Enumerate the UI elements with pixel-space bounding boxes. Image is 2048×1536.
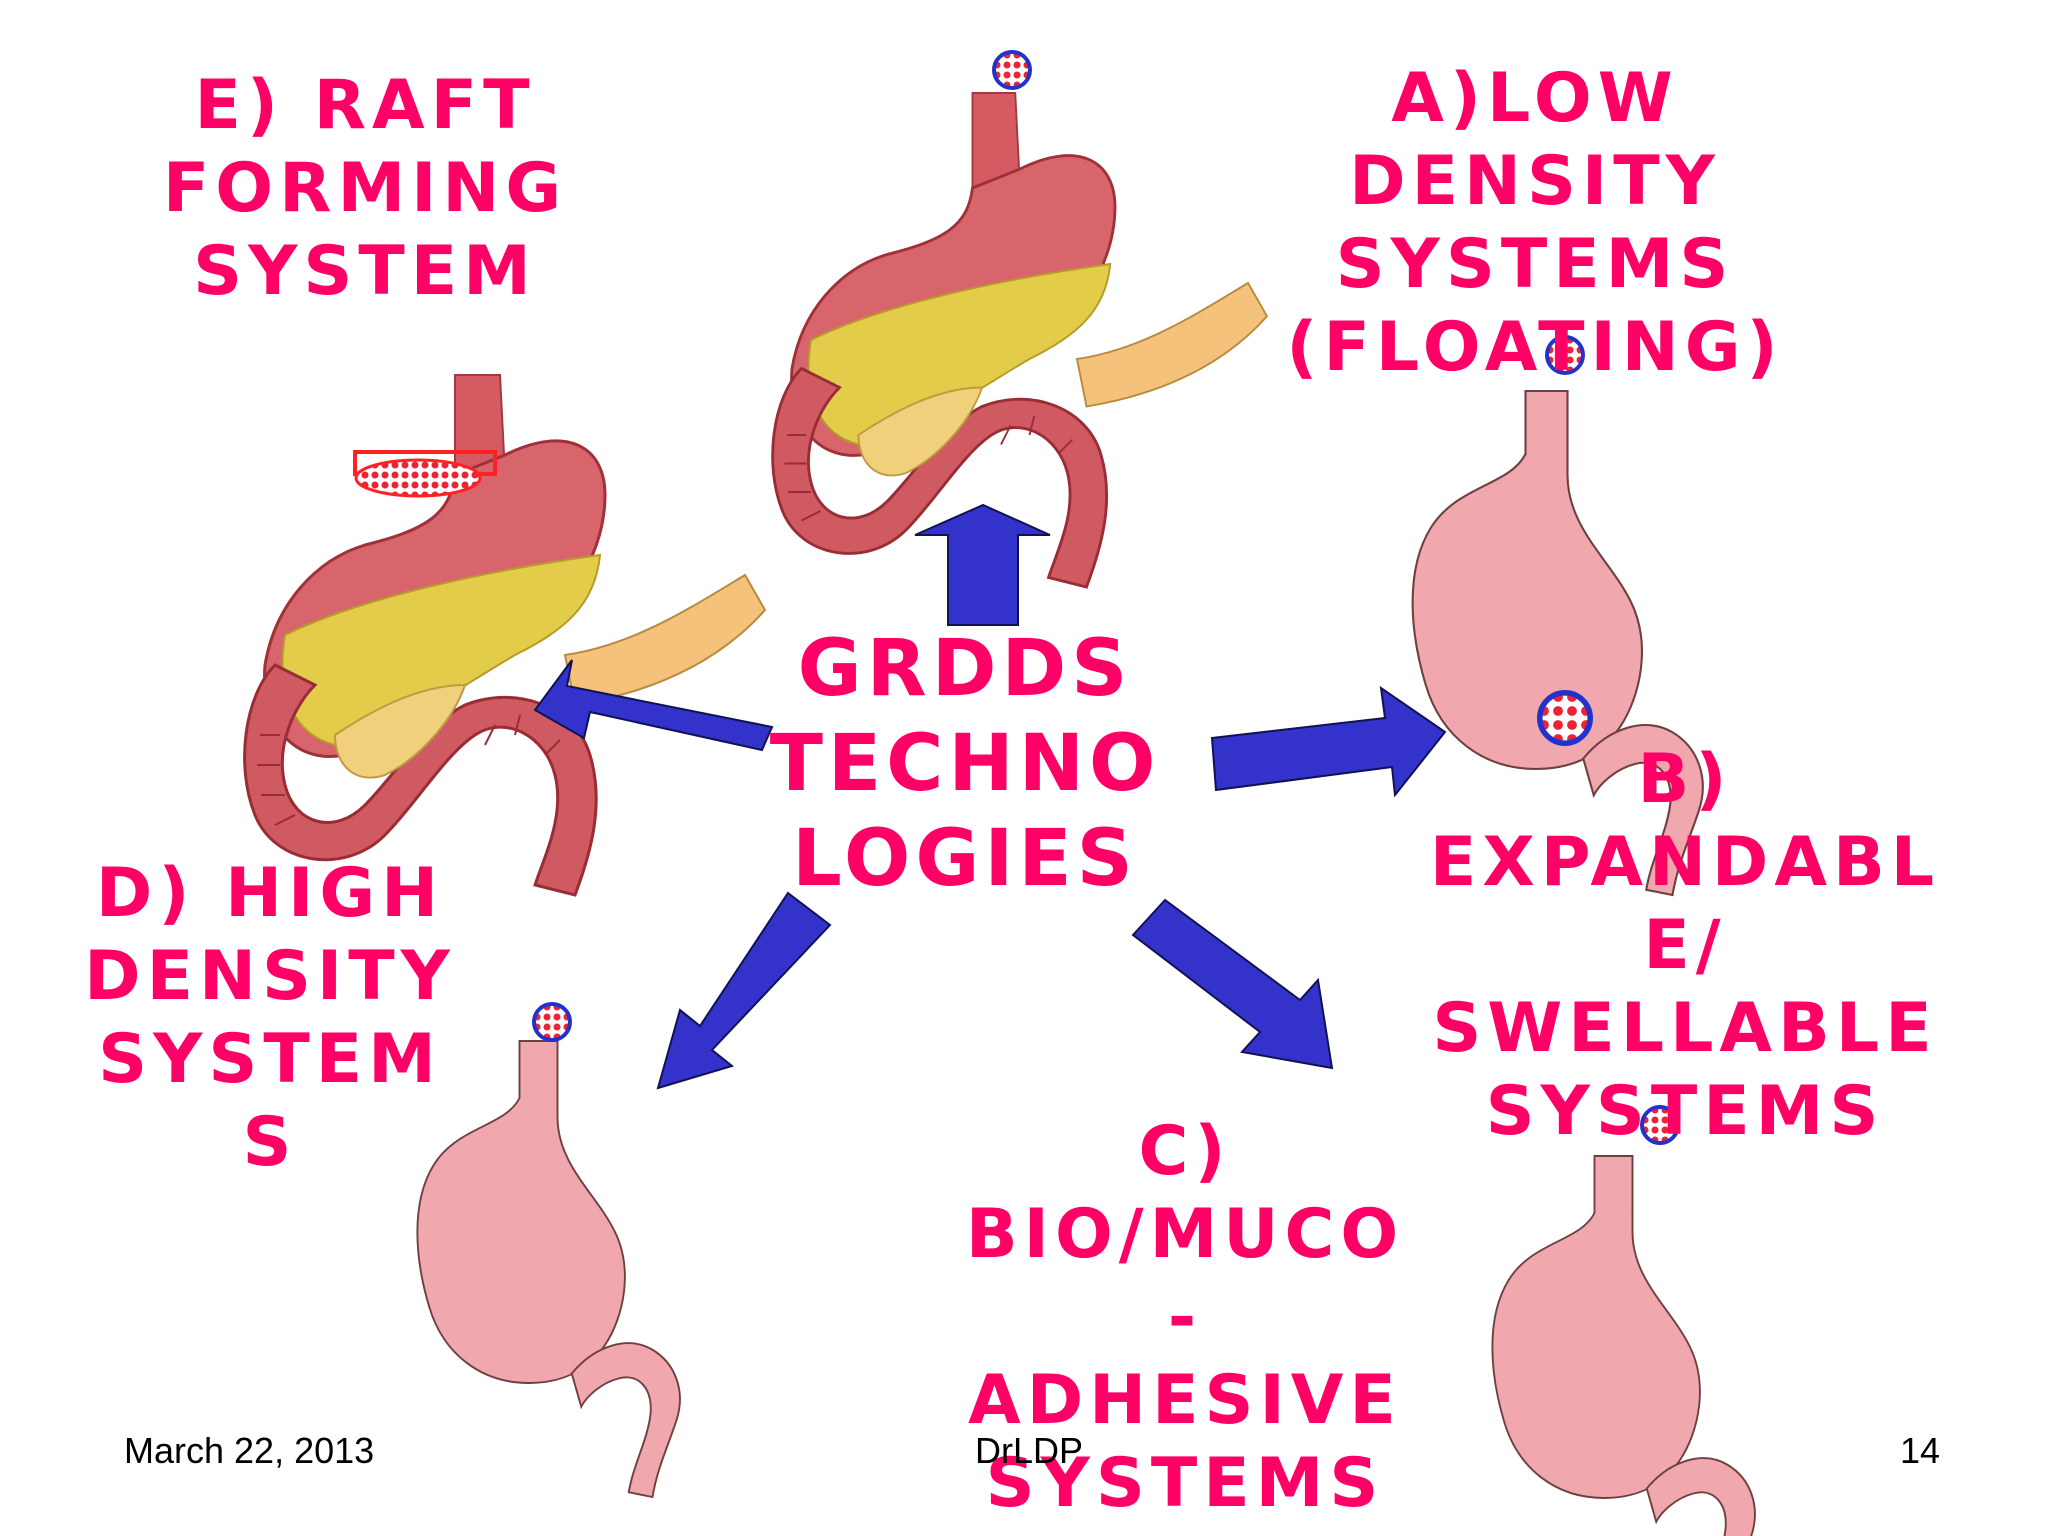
arrow-icon bbox=[1131, 898, 1334, 1070]
tablet-icon bbox=[1540, 693, 1590, 743]
label-bioadhesive: C) BIO/MUCO - ADHESIVE SYSTEMS bbox=[965, 1112, 1405, 1523]
raft-icon bbox=[353, 450, 497, 498]
footer-page-number: 14 bbox=[1900, 1430, 1941, 1471]
arrow-icon bbox=[914, 503, 1051, 626]
label-raft-forming: E) RAFT FORMING SYSTEM bbox=[162, 66, 568, 311]
label-expandable: B) EXPANDABL E/ SWELLABLE SYSTEMS bbox=[1429, 740, 1941, 1151]
tablet-icon bbox=[532, 1002, 572, 1042]
arrow-icon bbox=[656, 891, 832, 1090]
stomach-outline-icon bbox=[1491, 1155, 1756, 1536]
label-low-density: A)LOW DENSITY SYSTEMS (FLOATING) bbox=[1286, 59, 1784, 387]
footer-author: DrLDP bbox=[975, 1430, 1084, 1471]
arrow-icon bbox=[1210, 685, 1447, 798]
label-high-density: D) HIGH DENSITY SYSTEM S bbox=[84, 854, 456, 1182]
tablet-icon bbox=[992, 50, 1032, 90]
footer-date: March 22, 2013 bbox=[124, 1430, 375, 1471]
stomach-anatomy-icon bbox=[243, 373, 767, 897]
stomach-anatomy-icon bbox=[771, 91, 1269, 589]
center-title: GRDDS TECHNO LOGIES bbox=[769, 624, 1161, 904]
arrow-icon bbox=[533, 659, 774, 752]
